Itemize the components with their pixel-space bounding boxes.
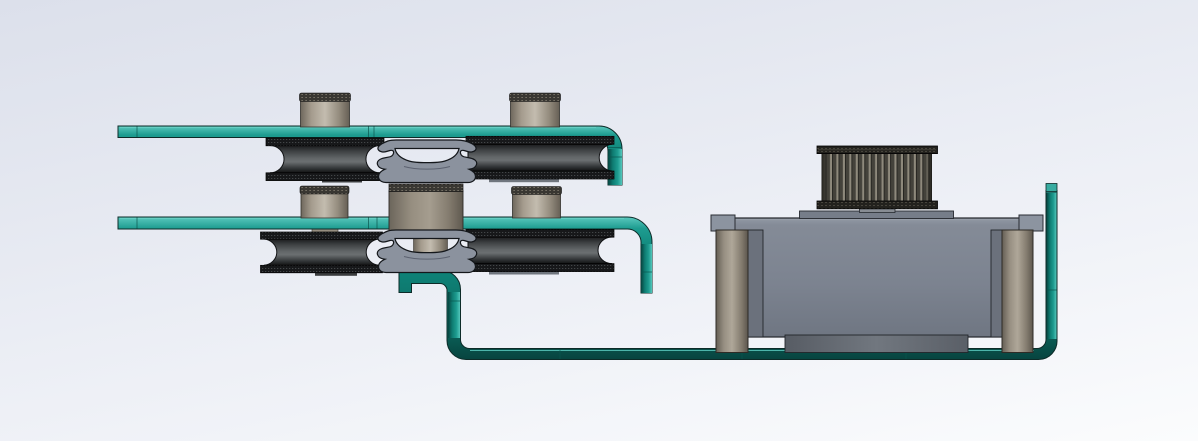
teeth-edge-left <box>822 153 826 202</box>
standoff-body <box>300 99 350 128</box>
standoff-knurl <box>509 92 561 102</box>
rail-upper-flange <box>608 149 622 185</box>
standoff-mid-left[interactable] <box>299 185 350 219</box>
motor-bottom-plate <box>784 334 969 353</box>
clamp-inner-line <box>403 166 451 170</box>
pulley-hub-tab <box>322 179 362 183</box>
pulley-rim <box>465 263 615 272</box>
pulley-rim <box>465 170 615 180</box>
standoff-knurl <box>299 185 350 195</box>
pulley-rim <box>265 172 385 181</box>
standoff-mid-right[interactable] <box>511 186 562 219</box>
rail-joint-lines <box>136 217 378 229</box>
pulley-flange-bottom <box>816 200 938 210</box>
pulley-teeth <box>821 152 932 202</box>
pulley-hub-tab <box>315 272 357 276</box>
belt-clamp-lower[interactable] <box>376 229 478 274</box>
clamp-inner-line <box>403 256 451 260</box>
rail-joint-lines <box>136 126 375 137</box>
bracket-profile <box>398 190 1058 361</box>
pulley-body <box>467 236 613 265</box>
pulley-washer <box>489 271 559 275</box>
standoff-body <box>512 193 561 219</box>
standoff-top-left[interactable] <box>299 92 351 128</box>
belt-clamp-upper[interactable] <box>376 139 478 184</box>
pulley-rim <box>265 137 385 147</box>
pulley-body <box>269 145 381 174</box>
clamp-profile <box>376 229 478 274</box>
pulley-top-right[interactable] <box>465 135 615 183</box>
motor-post-right[interactable] <box>1001 229 1034 353</box>
bracket-leg-cap <box>1045 183 1058 192</box>
spacer-knurl <box>388 183 464 192</box>
pulley-rim <box>260 231 383 240</box>
standoff-knurl <box>299 92 351 102</box>
standoff-body <box>300 192 349 219</box>
timing-pulley[interactable] <box>816 145 938 210</box>
bracket-base[interactable] <box>398 183 1058 361</box>
pulley-rim <box>465 229 615 238</box>
standoff-body <box>510 99 560 128</box>
motor-side-plate-left <box>745 229 764 338</box>
pulley-body <box>263 238 380 266</box>
bracket-right-leg <box>1046 193 1057 339</box>
bracket-joint-lines <box>447 192 1057 302</box>
motor-ear-right <box>1018 214 1044 232</box>
motor-post-left[interactable] <box>715 229 749 353</box>
teeth-edge-right <box>927 153 932 202</box>
motor-ear-left <box>710 214 736 232</box>
standoff-top-right[interactable] <box>509 92 561 128</box>
clamp-profile <box>376 139 478 184</box>
pulley-rim <box>465 135 615 145</box>
bracket-down-leg <box>448 292 460 338</box>
pulley-rim <box>260 264 383 274</box>
pulley-washer <box>489 178 559 183</box>
standoff-knurl <box>511 186 562 195</box>
pulley-bottom-left[interactable] <box>260 231 383 276</box>
motor-assembly[interactable] <box>710 205 1044 353</box>
rail-lower-flange <box>641 244 652 293</box>
pulley-bottom-right[interactable] <box>465 229 615 275</box>
flange-joint-lines <box>608 147 622 158</box>
motor-body[interactable] <box>733 217 1021 338</box>
pulley-body <box>467 143 613 172</box>
pulley-top-left[interactable] <box>265 137 385 183</box>
